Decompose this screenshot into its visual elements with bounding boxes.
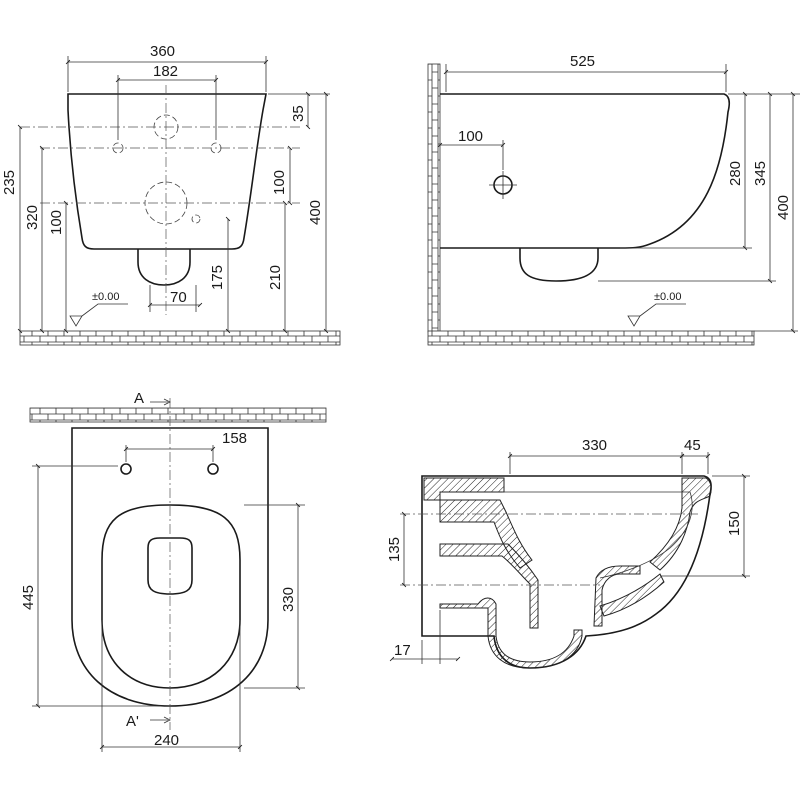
dim-top-seat-length: 330	[280, 587, 297, 612]
dim-section-17: 17	[394, 642, 411, 659]
floor-bricks-side	[427, 330, 755, 346]
dim-front-outlet-width: 70	[170, 289, 187, 306]
side-floor-level-label: ±0.00	[654, 291, 681, 303]
section-mark-top: A	[134, 390, 144, 407]
dim-section-135: 135	[386, 537, 403, 562]
front-floor-level-symbol	[69, 303, 128, 327]
dim-side-length: 525	[570, 53, 595, 70]
section-bowl-curve	[502, 491, 693, 579]
dim-top-bolt-spacing: 158	[222, 430, 247, 447]
dim-side-height-345: 345	[752, 161, 769, 186]
section-top-wall	[423, 477, 505, 501]
top-seat-outline	[101, 504, 241, 689]
dim-side-bolt-offset: 100	[458, 128, 483, 145]
side-body-outline	[440, 93, 730, 249]
dim-front-inlet-offset-right: 100	[271, 170, 288, 195]
dim-side-height-280: 280	[727, 161, 744, 186]
top-bolt-right	[207, 463, 219, 475]
front-outlet	[137, 249, 191, 286]
section-view: 330 45 150 135 17	[386, 437, 750, 669]
dim-side-height-400: 400	[775, 195, 792, 220]
dim-front-bolt-height: 235	[1, 170, 18, 195]
dim-front-top-offset: 35	[290, 105, 307, 122]
section-front-rim	[649, 477, 712, 571]
floor-bricks-front	[19, 330, 341, 346]
top-bolt-left	[120, 463, 132, 475]
front-small-hole	[191, 214, 201, 224]
front-bolt-left	[112, 142, 124, 154]
section-middle-wall	[439, 543, 539, 629]
dim-front-total-height: 400	[307, 200, 324, 225]
front-view: 360 182 35 235 320 100 100 400 210 175 7…	[1, 43, 341, 346]
side-outlet	[519, 248, 599, 282]
dim-front-width: 360	[150, 43, 175, 60]
section-inner-wall	[593, 565, 641, 627]
dim-section-150: 150	[726, 511, 743, 536]
section-bowl-floor	[599, 573, 665, 617]
wall-bricks-top	[29, 407, 327, 423]
dim-front-inlet-offset-left: 100	[48, 210, 65, 235]
dim-section-45: 45	[684, 437, 701, 454]
top-view: A A' 158 445 330 240	[20, 390, 327, 752]
dim-top-seat-width: 240	[154, 732, 179, 749]
front-body-outline	[67, 93, 267, 250]
top-bowl-opening	[147, 537, 193, 595]
dim-front-inlet-height: 320	[24, 205, 41, 230]
dim-top-length: 445	[20, 585, 37, 610]
wall-bricks-side	[427, 63, 441, 333]
dim-section-330: 330	[582, 437, 607, 454]
dim-front-outlet-center: 175	[209, 265, 226, 290]
front-floor-level-label: ±0.00	[92, 291, 119, 303]
section-mark-bottom: A'	[126, 713, 139, 730]
section-trap	[439, 597, 583, 669]
dim-front-outlet-height: 210	[267, 265, 284, 290]
side-view: 525 100 280 345 400 ±0.00	[427, 53, 800, 346]
side-floor-level-symbol	[627, 303, 686, 327]
dim-front-bolt-spacing: 182	[153, 63, 178, 80]
